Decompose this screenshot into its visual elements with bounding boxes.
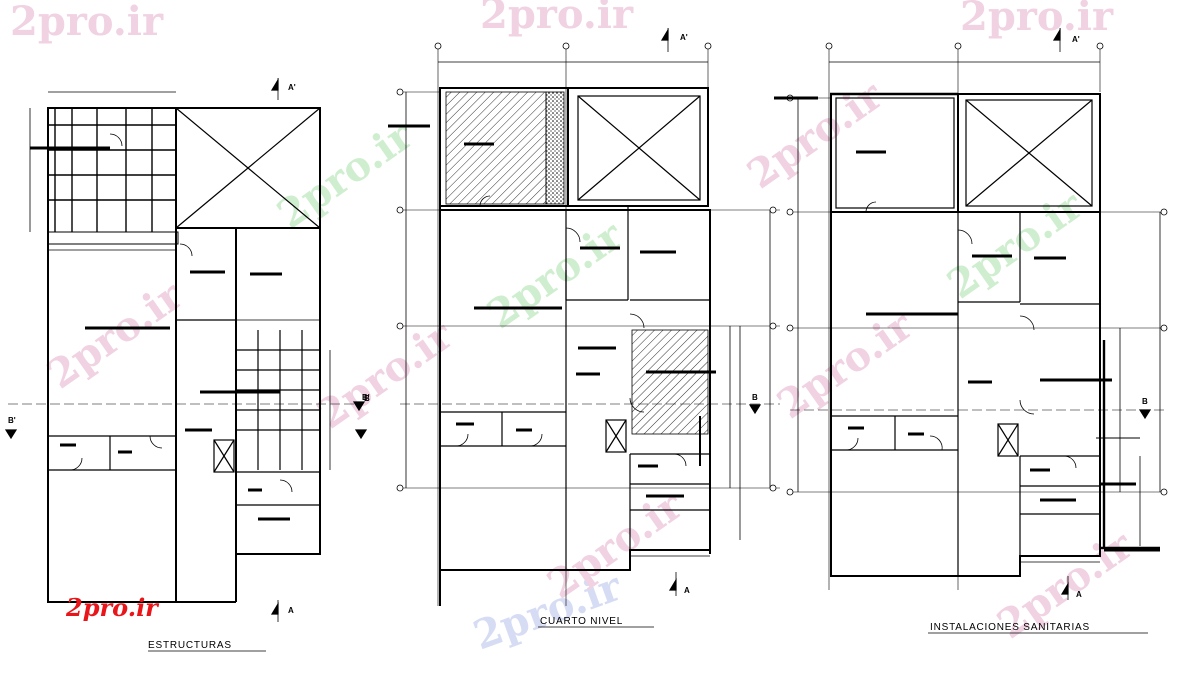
section-mark-bottom: A [684, 586, 690, 595]
watermark-text: 2pro.ir [739, 71, 892, 198]
section-mark-bottom: A [288, 606, 294, 615]
logo-text: 2pro.ir [65, 593, 160, 622]
plan-instalaciones-sanitarias [774, 27, 1168, 600]
section-mark-top: A' [288, 83, 296, 92]
plan-title-cuarto-nivel: CUARTO NIVEL [540, 616, 623, 627]
plan-cuarto-nivel [352, 27, 780, 606]
watermark-text: 2pro.ir [769, 301, 922, 428]
watermark-text: 2pro.ir [939, 181, 1092, 308]
watermark-text: 2pro.ir [39, 271, 192, 398]
site-logo[interactable]: 2pro.ir [65, 593, 160, 622]
watermark-layer: 2pro.ir 2pro.ir 2pro.ir 2pro.ir 2pro.ir … [10, 0, 1142, 659]
section-mark-top: A' [1072, 35, 1080, 44]
section-mark-right: B [1142, 397, 1148, 406]
watermark-text: 2pro.ir [480, 0, 634, 38]
plan-title-instalaciones-sanitarias: INSTALACIONES SANITARIAS [930, 622, 1090, 633]
plan-title-estructuras: ESTRUCTURAS [148, 640, 232, 651]
section-mark-right: B [364, 394, 370, 403]
watermark-text: 2pro.ir [10, 0, 164, 45]
watermark-text: 2pro.ir [269, 111, 422, 238]
section-mark-left: B' [8, 416, 16, 425]
watermark-text: 2pro.ir [479, 211, 632, 338]
plan-estructuras [4, 77, 368, 622]
section-mark-left: B' [362, 393, 370, 402]
watermark-text: 2pro.ir [960, 0, 1114, 40]
section-mark-top: A' [680, 33, 688, 42]
section-mark-right: B [752, 393, 758, 402]
section-mark-bottom: A [1076, 590, 1082, 599]
watermark-text: 2pro.ir [309, 311, 462, 438]
